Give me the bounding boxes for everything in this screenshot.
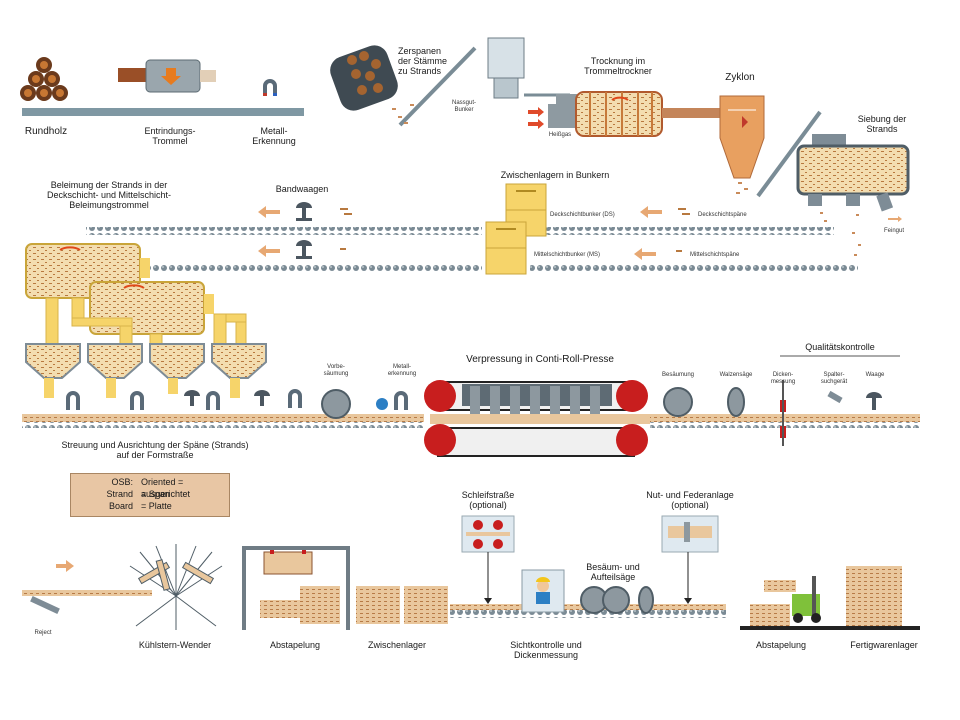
label-verpressung: Verpressung in Conti-Roll-Presse xyxy=(466,354,614,365)
label-nut-feder: Nut- und Federanlage (optional) xyxy=(646,490,734,510)
label-zyklon: Zyklon xyxy=(725,72,755,83)
incline-conveyor-1 xyxy=(398,46,477,127)
board-line-right-rollers xyxy=(650,422,920,428)
forming-hoppers xyxy=(25,343,267,379)
label-deckschichtspaene: Deckschichtspäne xyxy=(698,212,747,218)
label-rundholz: Rundholz xyxy=(24,126,68,137)
cross-cut-saw xyxy=(727,387,745,417)
entrindungs-trommel xyxy=(118,59,216,93)
label-abstapelung-right: Abstapelung xyxy=(755,640,807,650)
label-kuehlstern: Kühlstern-Wender xyxy=(138,640,212,650)
label-zwischenlagern: Zwischenlagern in Bunkern xyxy=(500,170,610,180)
conveyor-ms-left xyxy=(150,264,482,272)
label-mittelschichtspaene: Mittelschichtspäne xyxy=(690,252,740,258)
label-qualitaetskontrolle: Qualitätskontrolle xyxy=(805,342,875,352)
label-spaltersuchgeraet: Spalter- suchgerät xyxy=(820,372,848,385)
belt-scale-icons xyxy=(296,202,312,259)
final-stacking xyxy=(750,576,821,626)
forming-belt-rollers xyxy=(22,422,424,428)
final-floor xyxy=(740,626,920,630)
label-fertigwarenlager: Fertigwarenlager xyxy=(850,640,918,650)
legend-key-board: Board xyxy=(108,501,133,511)
tongue-groove-unit xyxy=(661,515,719,553)
finished-goods-stack xyxy=(846,566,902,626)
sanding-unit xyxy=(461,515,515,553)
label-metallerkennung-mid: Metall- erkennung xyxy=(387,364,417,377)
split-saw xyxy=(638,586,654,614)
label-schleifstrasse: Schleifstraße (optional) xyxy=(461,490,515,510)
label-nassgutbunker: Nassgut- Bunker xyxy=(451,100,476,113)
label-deckschichtbunker: Deckschichtbunker (DS) xyxy=(550,212,615,218)
magnet-icon xyxy=(263,79,277,96)
label-bandwaagen: Bandwaagen xyxy=(275,184,329,194)
edge-trim-saw-b xyxy=(602,586,630,614)
osb-legend: OSB: Oriented = ausgerichtet Strand = Span… xyxy=(70,473,230,517)
dryer-drum xyxy=(575,91,663,137)
chips-fall-1 xyxy=(392,104,414,124)
chips-fall-2 xyxy=(736,182,748,194)
label-reject: Reject xyxy=(34,630,52,636)
chips-fall-3 xyxy=(820,212,861,256)
feingut-arrow xyxy=(888,216,902,222)
label-streuung: Streuung und Ausrichtung der Späne (Stra… xyxy=(61,440,249,460)
quality-control-devices xyxy=(780,380,882,446)
intermediate-stacks xyxy=(356,586,448,624)
label-walzensaege: Walzensäge xyxy=(719,372,753,378)
conveyor-ms-right xyxy=(530,264,858,272)
label-besaeumung: Besäumung xyxy=(661,372,695,378)
label-entrindungs-trommel: Entrindungs- Trommel xyxy=(144,126,196,146)
label-mittelschichtbunker: Mittelschichtbunker (MS) xyxy=(534,252,601,258)
label-beleimung: Beleimung der Strands in der Deckschicht… xyxy=(46,180,172,210)
feed-pipes xyxy=(45,297,247,345)
forming-line-icons xyxy=(66,389,302,410)
legend-value-board: = Platte xyxy=(141,501,172,511)
label-sichtkontrolle: Sichtkontrolle und Dickenmessung xyxy=(510,640,582,660)
label-waage: Waage xyxy=(865,372,885,378)
label-trocknung: Trocknung im Trommeltrockner xyxy=(584,56,652,76)
incline-conveyor-2 xyxy=(756,110,822,198)
conveyor-ds-right xyxy=(546,227,834,235)
metal-detector-ball xyxy=(376,398,388,410)
entry-arrow xyxy=(56,560,74,572)
label-metall-erkennung-top: Metall- Erkennung xyxy=(252,126,296,146)
flow-arrows-row2 xyxy=(258,206,662,260)
label-dickenmessung-small: Dicken- messung xyxy=(770,372,796,385)
rundholz-logs xyxy=(20,57,68,101)
legend-value-osb: Oriented = ausgerichtet xyxy=(141,477,191,499)
label-heissgas: Heißgas xyxy=(548,132,572,138)
cyclone xyxy=(719,95,765,179)
siebung-drum xyxy=(796,134,910,212)
ms-bunker xyxy=(485,221,527,275)
hopper-spouts xyxy=(44,378,240,398)
trim-saw xyxy=(663,387,693,417)
nassgut-bunker xyxy=(487,37,525,99)
sanding-belt xyxy=(450,610,726,618)
conveyor-ds-left xyxy=(86,227,482,235)
heissgas-arrows xyxy=(528,107,544,129)
label-zwischenlager: Zwischenlager xyxy=(367,640,427,650)
forming-belt xyxy=(22,414,424,422)
pre-trim-saw xyxy=(321,389,351,419)
legend-key-strand: Strand xyxy=(106,489,133,499)
label-abstapelung-left: Abstapelung xyxy=(269,640,321,650)
stacker-gantry xyxy=(242,546,350,630)
board-line-right xyxy=(650,414,920,422)
label-feingut: Feingut xyxy=(883,228,904,234)
chipper-drum xyxy=(330,45,398,111)
label-besaeum-aufteil: Besäum- und Aufteilsäge xyxy=(586,562,640,582)
label-vorbesaeumung: Vorbe- säumung xyxy=(323,364,349,377)
entry-belt xyxy=(22,590,152,596)
inspection-booth xyxy=(521,569,565,613)
reject-chute xyxy=(30,595,60,615)
chip-marks-row2 xyxy=(340,208,690,252)
legend-key-osb: OSB: xyxy=(111,477,133,487)
legend-value-strand: = Span xyxy=(141,489,170,499)
label-siebung: Siebung der Strands xyxy=(857,114,907,134)
label-zerspanen: Zerspanen der Stämme zu Strands xyxy=(398,46,448,76)
magnet-icon-mid xyxy=(394,391,408,410)
cooling-star-wender xyxy=(129,544,223,630)
conveyor-rundholz xyxy=(22,108,304,116)
conti-roll-press xyxy=(424,380,650,457)
